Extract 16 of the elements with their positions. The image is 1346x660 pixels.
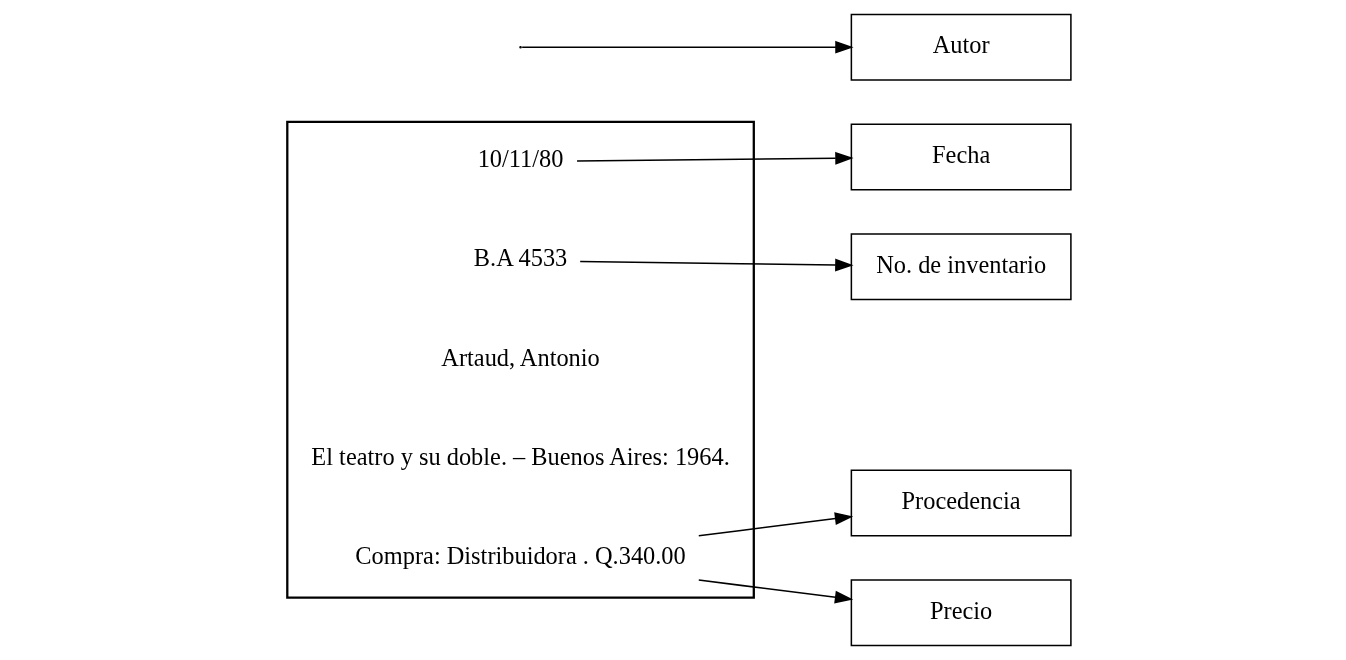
node-box: No. de inventario [850,233,1072,301]
node-text: 10/11/80 [477,145,564,173]
cluster [286,120,755,599]
node-text: B.A 4533 [473,244,568,272]
node-box: Procedencia [850,469,1072,537]
node-text: Artaud, Antonio [441,343,600,371]
node-text: Compra: Distribuidora . Q.340.00 [355,541,686,569]
arrow [521,40,854,54]
node-box: Fecha [850,123,1072,191]
node-box: Precio [850,579,1072,647]
node-text: El teatro y su doble. – Buenos Aires: 1964. [311,442,730,470]
arrow [576,151,854,165]
node-box: Autor [850,13,1072,81]
arrow [698,512,854,537]
arrow [698,579,854,604]
arrow [579,258,854,272]
